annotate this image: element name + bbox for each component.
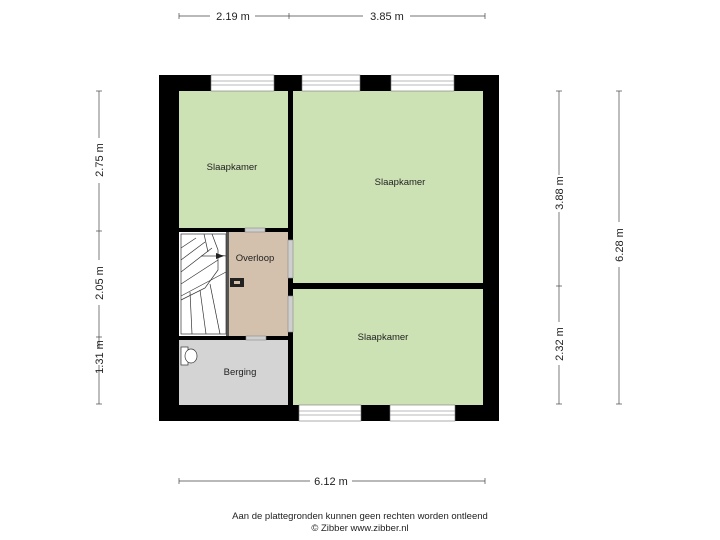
inner-wall xyxy=(288,91,293,232)
dim-right-outer: 6.28 m xyxy=(614,228,626,262)
room-label-landing: Overloop xyxy=(236,253,275,264)
dim-left-middle: 2.05 m xyxy=(94,266,106,300)
dim-right-inner-lower: 2.32 m xyxy=(554,327,566,361)
inner-wall xyxy=(179,228,293,232)
inner-wall xyxy=(179,336,293,340)
room-bedroom-top-right xyxy=(293,91,483,283)
dim-left-lower: 1.31 m xyxy=(94,340,106,374)
dim-right-inner-upper: 3.88 m xyxy=(554,176,566,210)
room-bedroom-bottom-right xyxy=(293,289,483,405)
toilet-icon xyxy=(180,346,198,366)
room-label-storage: Berging xyxy=(224,367,257,378)
inner-wall xyxy=(226,232,229,336)
room-bedroom-top-left xyxy=(179,91,288,228)
flue-inner xyxy=(234,281,240,284)
dim-top-right: 3.85 m xyxy=(370,11,404,23)
windows xyxy=(210,74,456,422)
copyright-text: © Zibber www.zibber.nl xyxy=(311,523,409,534)
dim-left-upper: 2.75 m xyxy=(94,143,106,177)
disclaimer-text: Aan de plattegronden kunnen geen rechten… xyxy=(232,511,488,522)
dim-top-left: 2.19 m xyxy=(216,11,250,23)
dimension-lines xyxy=(96,13,622,484)
dim-bottom: 6.12 m xyxy=(314,476,348,488)
room-storage xyxy=(179,340,289,405)
room-label-bedroom-top-left: Slaapkamer xyxy=(207,162,258,173)
room-label-bedroom-top-right: Slaapkamer xyxy=(375,177,426,188)
inner-wall xyxy=(293,283,483,289)
staircase xyxy=(180,233,227,335)
door-openings xyxy=(244,227,294,341)
room-label-bedroom-bottom-right: Slaapkamer xyxy=(358,332,409,343)
